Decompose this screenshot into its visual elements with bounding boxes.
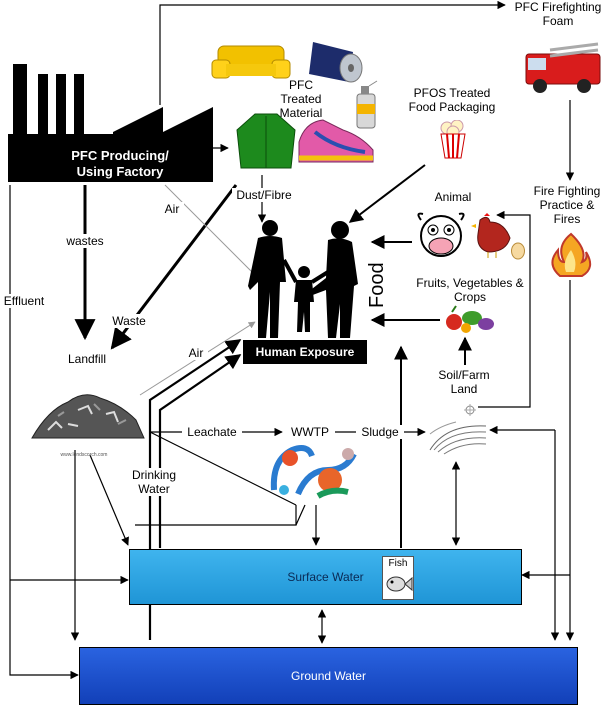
human-exposure-box: Human Exposure: [243, 340, 367, 364]
effluent-label: Effluent: [0, 294, 48, 308]
drinking-water-label: Drinking Water: [124, 468, 184, 496]
spray-can-icon: [352, 80, 380, 130]
farm-field-icon: [426, 404, 488, 456]
fish-label: Fish: [388, 558, 408, 569]
edge-air-factory: [164, 184, 259, 279]
popcorn-icon: [437, 119, 469, 160]
fire-truck-icon: [522, 36, 604, 96]
sneaker-icon: [295, 112, 377, 168]
ground-water-box: Ground Water: [79, 647, 578, 705]
flame-icon: [548, 232, 594, 278]
fish-box: Fish: [382, 556, 414, 600]
fruits-vegetables-label: Fruits, Vegetables & Crops: [416, 276, 524, 304]
animal-label: Animal: [434, 190, 472, 204]
landfill-pile-icon: [28, 380, 148, 450]
air-factory-label: Air: [160, 202, 184, 216]
surface-water-box: Surface Water: [129, 549, 522, 605]
landfill-watermark: www.lendscorch.com: [60, 452, 108, 458]
sofa-icon: [210, 42, 292, 82]
chicken-icon: [470, 212, 514, 258]
jacket-icon: [235, 112, 297, 170]
food-label: Food: [366, 262, 388, 308]
air-landfill-label: Air: [184, 346, 208, 360]
family-silhouette-icon: [240, 220, 370, 340]
wwtp-plant-icon: [268, 440, 364, 504]
carpet-roll-icon: [305, 38, 365, 84]
fish-icon: [386, 576, 413, 592]
landfill-label: Landfill: [67, 352, 107, 366]
soil-farm-label: Soil/Farm Land: [438, 368, 490, 396]
cow-icon: [415, 208, 467, 260]
vegetables-icon: [444, 302, 496, 336]
dust-fibre-label: Dust/Fibre: [232, 188, 296, 202]
sludge-label: Sludge: [356, 425, 404, 439]
edge-effluent: [9, 185, 79, 680]
wwtp-label: WWTP: [291, 425, 329, 439]
wastes-label: wastes: [60, 234, 110, 248]
pfos-food-packaging-label: PFOS Treated Food Packaging: [408, 86, 496, 114]
factory-label: PFC Producing/ Using Factory: [71, 148, 169, 179]
egg-icon: [510, 240, 526, 260]
leachate-label: Leachate: [182, 425, 242, 439]
edge-factory-to-foam: [159, 0, 506, 105]
waste-label: Waste: [106, 314, 152, 328]
pfc-treated-material-label: PFC Treated Material: [279, 78, 323, 120]
firefighting-foam-label: PFC Firefighting Foam: [514, 0, 602, 28]
fire-fighting-label: Fire Fighting Practice & Fires: [533, 184, 601, 226]
